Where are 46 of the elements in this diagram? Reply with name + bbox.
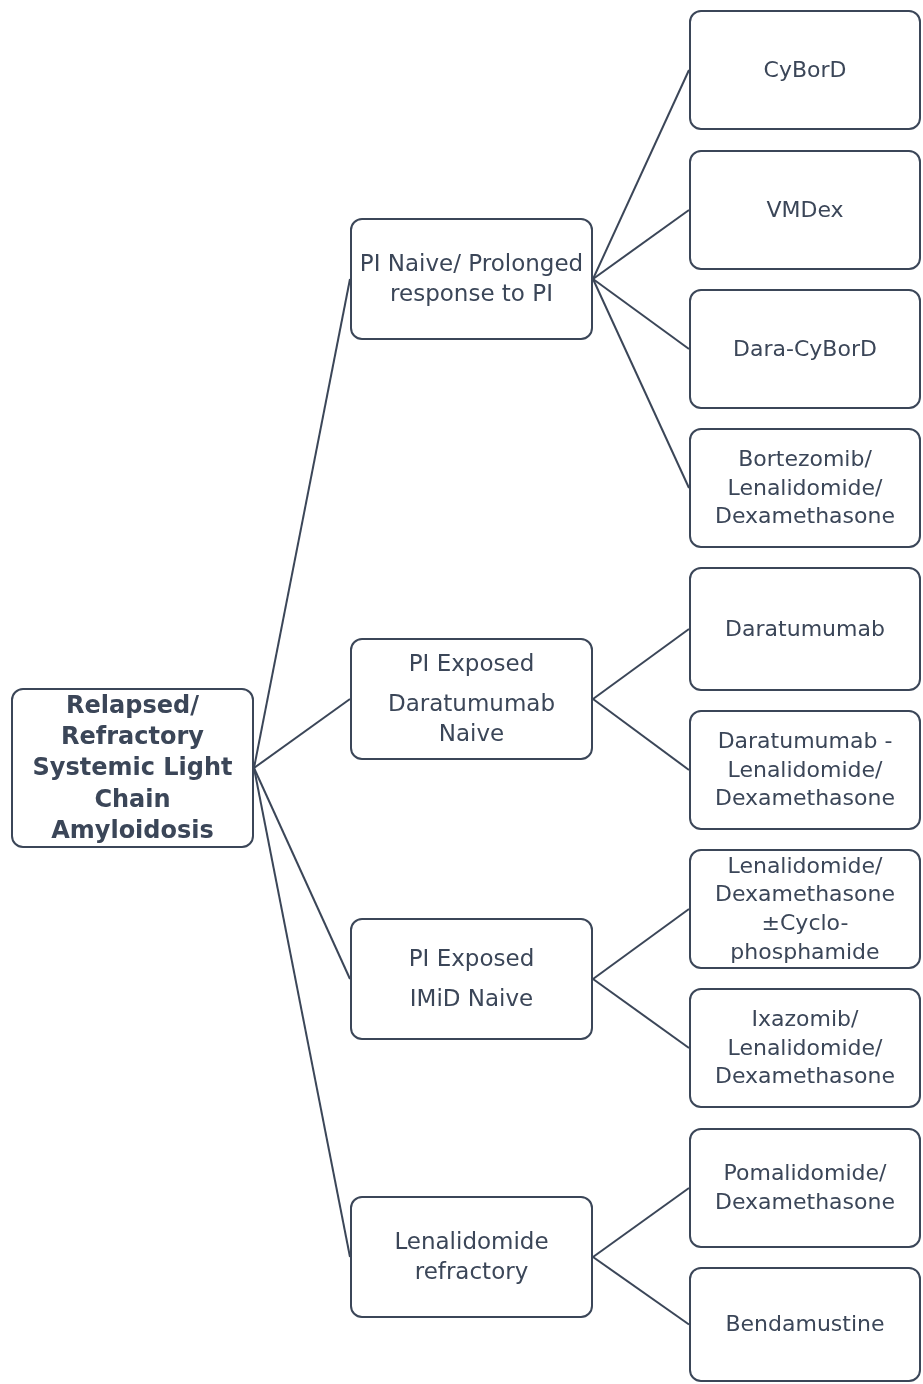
node-text: Pomalidomide/ Dexamethasone (714, 1159, 896, 1216)
connector-line (592, 69, 690, 280)
node-text: Daratumumab Naive (387, 689, 556, 748)
node-text: Lenalidomide/ Dexamethasone ±Cyclo-phosphamide (714, 851, 896, 966)
connector-line (253, 278, 351, 769)
treatment-box (689, 849, 921, 969)
node-text: CyBorD (763, 55, 847, 84)
category-box (350, 638, 593, 760)
connector-line (592, 978, 690, 1049)
node-text: PI Exposed (408, 944, 535, 974)
category-box (350, 218, 593, 340)
node-text: Bendamustine (725, 1310, 885, 1339)
root-box (11, 688, 254, 848)
connector-line (253, 767, 351, 980)
connector-line (592, 278, 690, 350)
node-text: PI Naive/ Prolonged response to PI (358, 249, 585, 308)
node-text: Relapsed/ Refractory Systemic Light Chain Amyloidosis (31, 690, 234, 846)
connector-line (592, 209, 690, 280)
node-text: Lenalidomide refractory (393, 1227, 550, 1286)
category-box (350, 1196, 593, 1318)
node-text: IMiD Naive (409, 984, 534, 1013)
node-text: Ixazomib/ Lenalidomide/ Dexamethasone (714, 1005, 896, 1091)
treatment-box (689, 710, 921, 830)
node-text: PI Exposed (408, 649, 535, 679)
connector-line (592, 1256, 690, 1326)
connector-line (592, 1187, 690, 1258)
node-text: Bortezomib/ Lenalidomide/ Dexamethasone (714, 445, 896, 531)
node-text: Dara-CyBorD (733, 334, 877, 363)
connector-line (592, 278, 690, 489)
treatment-box (689, 988, 921, 1108)
node-text: Daratumumab - Lenalidomide/ Dexamethasone (714, 727, 896, 813)
treatment-box (689, 150, 921, 270)
connector-line (592, 698, 690, 771)
treatment-box (689, 10, 921, 130)
node-text: Daratumumab (725, 614, 885, 643)
category-box (350, 918, 593, 1040)
connector-line (592, 908, 690, 980)
node-text: VMDex (766, 195, 844, 224)
treatment-box (689, 567, 921, 691)
treatment-box (689, 428, 921, 548)
treatment-box (689, 1267, 921, 1382)
connector-line (253, 767, 351, 1258)
treatment-box (689, 1128, 921, 1248)
connector-line (253, 698, 351, 769)
treatment-box (689, 289, 921, 409)
connector-line (592, 628, 690, 700)
